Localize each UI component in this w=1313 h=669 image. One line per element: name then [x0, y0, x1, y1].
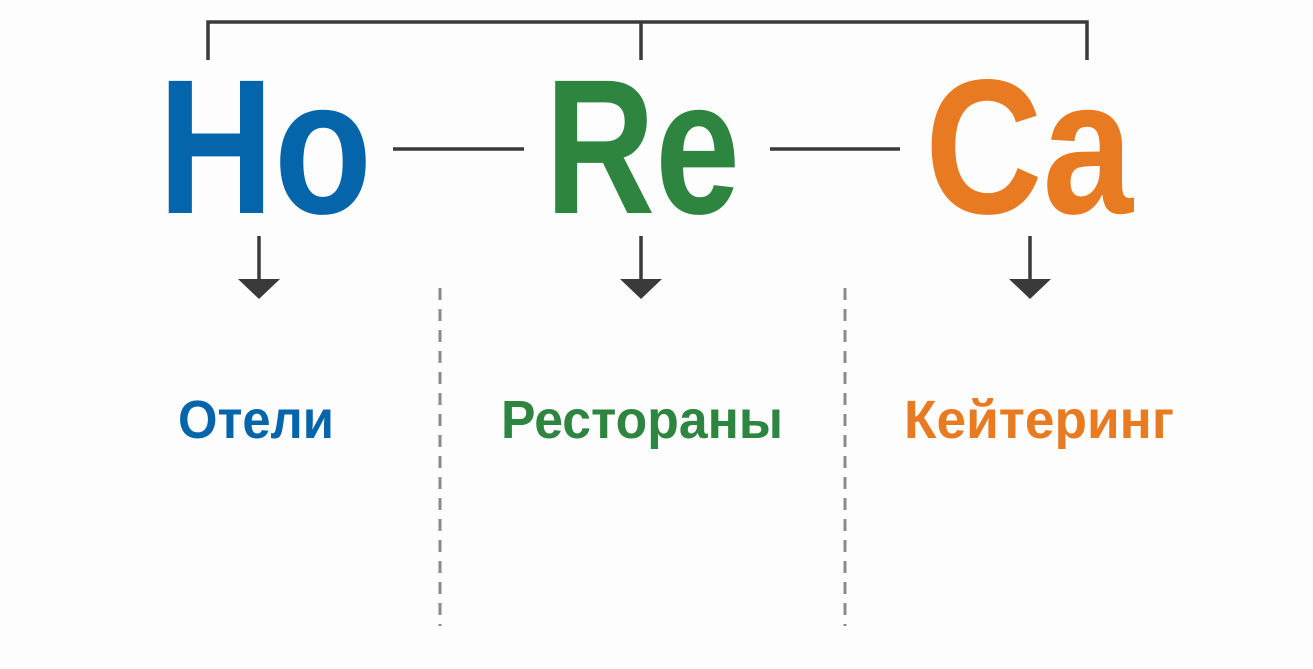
part-ho: Ho [158, 39, 372, 254]
part-re: Re [545, 39, 740, 254]
arrow-down-icon [238, 236, 280, 299]
part-ca: Ca [925, 39, 1134, 254]
label-catering: Кейтеринг [904, 390, 1174, 450]
arrow-down-icon [1009, 236, 1051, 299]
top-bracket [206, 20, 1089, 60]
label-restaurants: Рестораны [501, 390, 783, 450]
label-hotels: Отели [178, 390, 334, 450]
arrow-down-icon [620, 236, 662, 299]
